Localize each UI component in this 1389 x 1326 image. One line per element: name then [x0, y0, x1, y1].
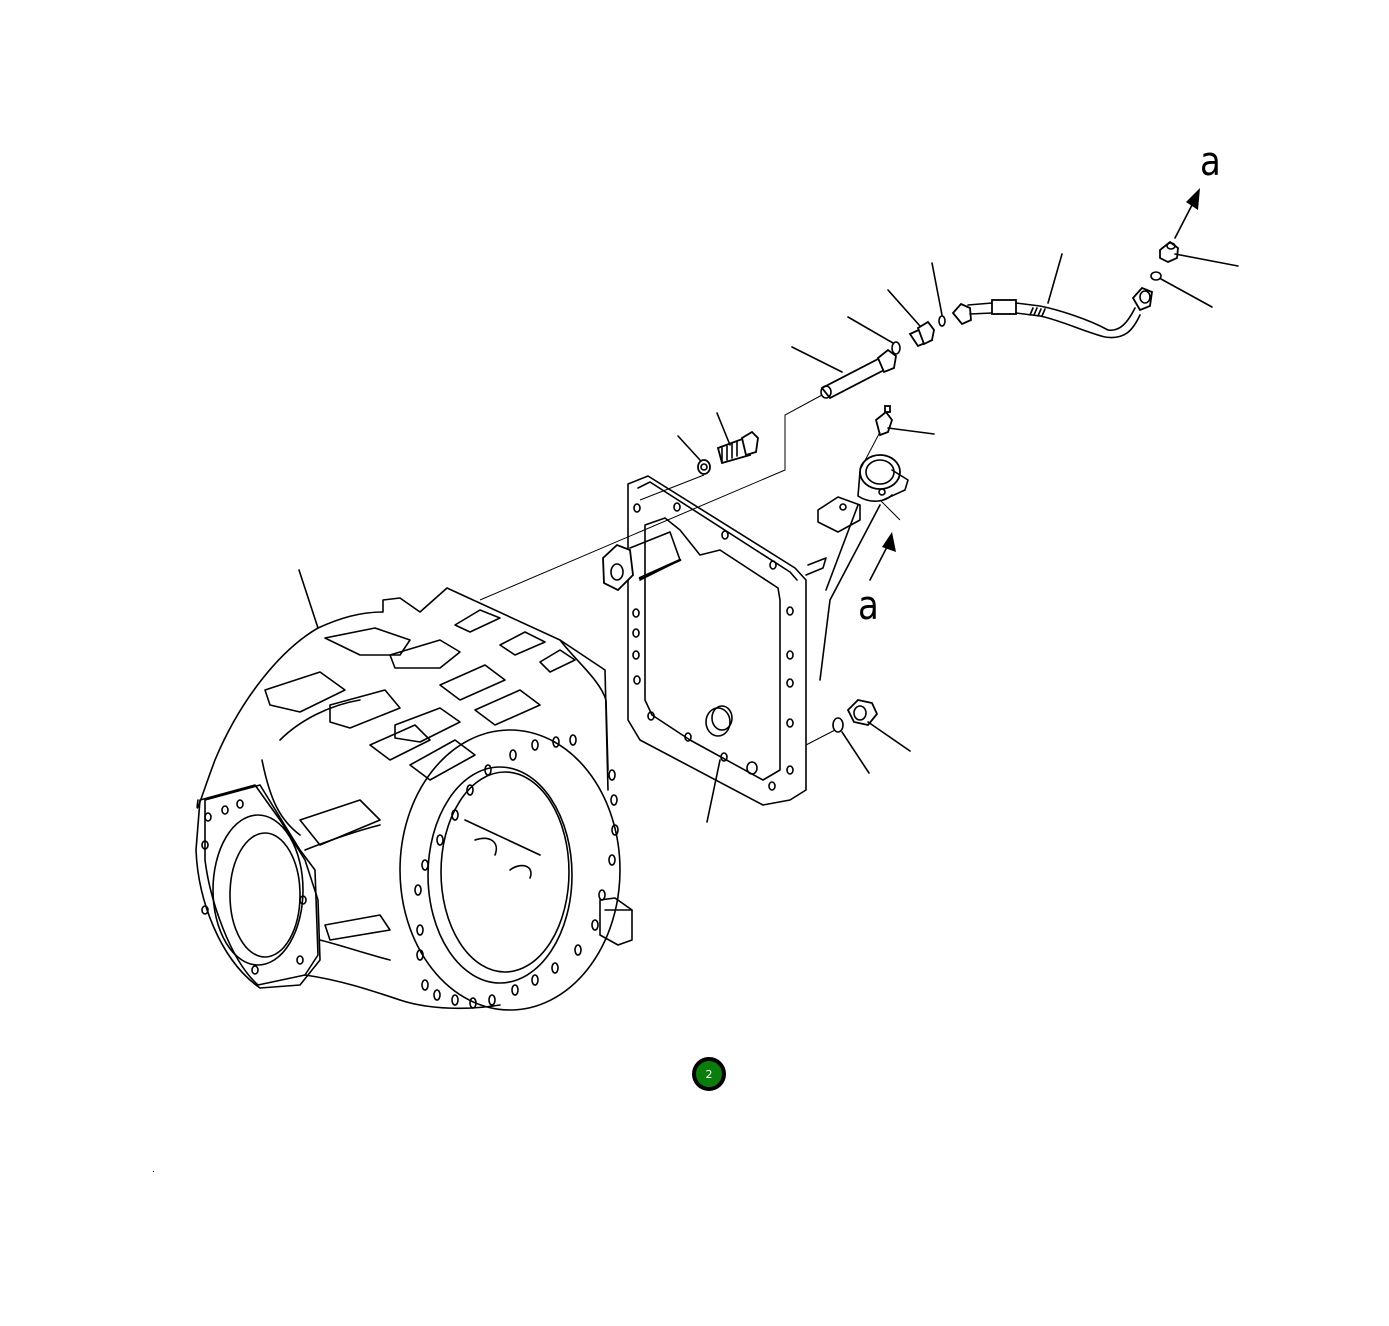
flange-bolt-holes — [414, 734, 619, 1009]
hose-assembly — [951, 253, 1153, 339]
breather-elbow — [805, 454, 909, 681]
washer — [639, 435, 711, 501]
reference-label-a-top: a — [1200, 139, 1221, 185]
o-ring — [832, 717, 870, 774]
grease-fitting — [859, 405, 935, 471]
o-ring — [1150, 271, 1213, 308]
stray-dot — [153, 1171, 154, 1172]
adapter — [887, 289, 935, 348]
axle-housing — [195, 569, 633, 1011]
reference-label-a-mid: a — [858, 583, 879, 629]
o-ring — [847, 316, 901, 355]
cover-plate — [602, 475, 836, 823]
callout-marker[interactable]: 2 — [692, 1057, 726, 1091]
breather-tube — [479, 346, 897, 601]
bolt — [716, 412, 759, 465]
callout-marker-label: 2 — [705, 1067, 713, 1081]
o-ring — [931, 262, 946, 327]
plug — [846, 699, 911, 752]
elbow-fitting — [1159, 188, 1239, 267]
